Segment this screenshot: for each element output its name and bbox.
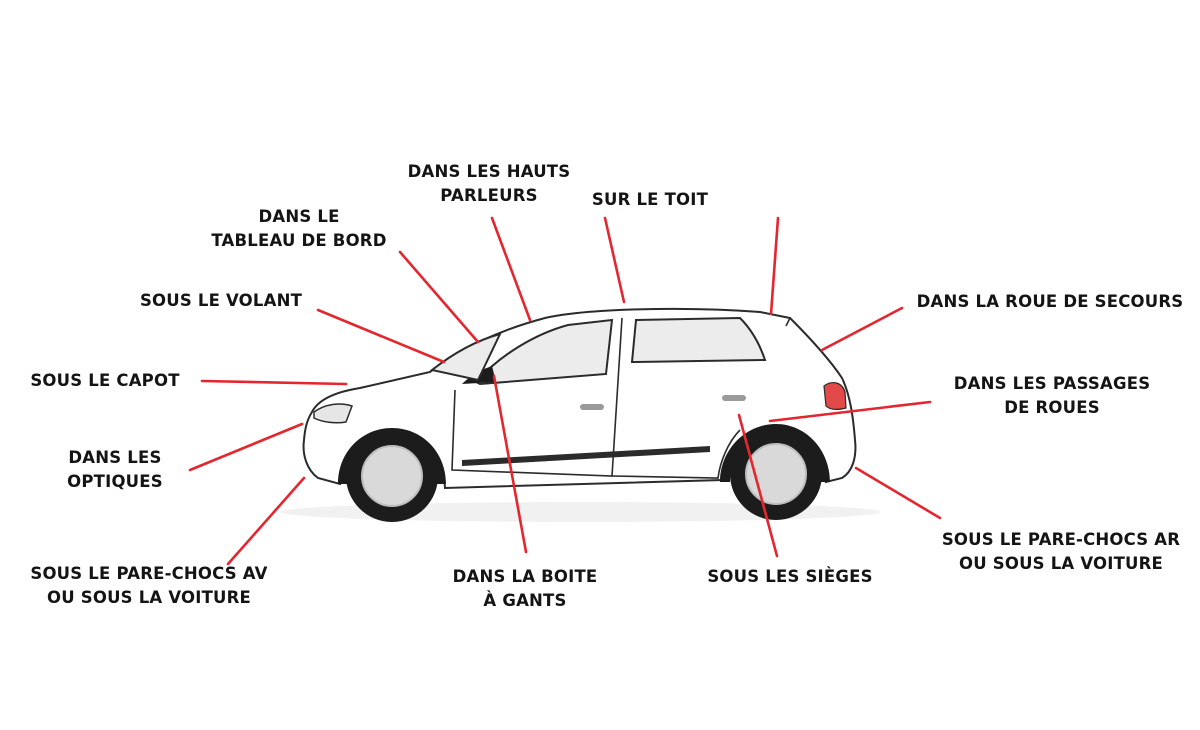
leader-line-pare-chocs-av	[226, 476, 306, 566]
windshield	[429, 332, 502, 382]
rear-rim	[745, 443, 807, 505]
label-tableau-bord-line-1: DANS LE	[258, 207, 340, 226]
label-passages-roues-line-1: DANS LES PASSAGES	[953, 374, 1151, 393]
car-illustration	[280, 307, 880, 522]
label-sieges: SOUS LES SIÈGES	[692, 565, 888, 589]
leader-line-passages-roues	[768, 400, 932, 423]
label-boite-gants: DANS LA BOITE À GANTS	[440, 565, 610, 613]
label-haut-parleurs: DANS LES HAUTS PARLEURS	[395, 160, 583, 208]
label-haut-parleurs-line-1: DANS LES HAUTS	[407, 162, 571, 181]
door-handle-rear	[722, 395, 746, 401]
leader-line-sieges	[737, 413, 779, 558]
label-optiques-line-1: DANS LES	[68, 448, 162, 467]
label-volant: SOUS LE VOLANT	[128, 289, 314, 313]
tail-light	[823, 382, 847, 410]
label-haut-parleurs-line-2: PARLEURS	[440, 186, 538, 205]
car-shadow	[280, 502, 880, 522]
label-optiques-line-2: OPTIQUES	[67, 472, 163, 491]
leader-line-haut-parleurs	[490, 216, 532, 322]
label-pare-chocs-ar-line-1: SOUS LE PARE-CHOCS AR	[941, 530, 1181, 549]
label-pare-chocs-ar: SOUS LE PARE-CHOCS AR OU SOUS LA VOITURE	[926, 528, 1196, 576]
label-boite-gants-line-1: DANS LA BOITE	[452, 567, 598, 586]
leader-line-capot	[200, 379, 348, 386]
label-passages-roues: DANS LES PASSAGES DE ROUES	[934, 372, 1170, 420]
label-tableau-bord-line-2: TABLEAU DE BORD	[211, 231, 387, 250]
leader-line-volant	[316, 308, 446, 364]
label-passages-roues-line-2: DE ROUES	[1004, 398, 1100, 417]
door-handle-front	[580, 404, 604, 410]
label-capot-line-1: SOUS LE CAPOT	[30, 371, 180, 390]
leader-line-toit	[603, 216, 626, 304]
headlight	[313, 403, 353, 424]
label-tableau-bord: DANS LE TABLEAU DE BORD	[200, 205, 398, 253]
rear-window	[630, 316, 767, 364]
leader-line-pare-chocs-ar	[854, 466, 942, 520]
side-trim	[462, 446, 710, 466]
label-pare-chocs-ar-line-2: OU SOUS LA VOITURE	[958, 554, 1163, 573]
label-volant-line-1: SOUS LE VOLANT	[139, 291, 303, 310]
label-toit-line-1: SUR LE TOIT	[591, 190, 709, 209]
leader-line-optiques	[188, 422, 304, 472]
label-sieges-line-1: SOUS LES SIÈGES	[707, 567, 873, 586]
label-boite-gants-line-2: À GANTS	[483, 591, 567, 610]
leader-lines	[188, 216, 942, 566]
door-line-rear	[611, 429, 741, 479]
label-pare-chocs-av-line-2: OU SOUS LA VOITURE	[46, 588, 251, 607]
front-rim	[361, 445, 423, 507]
leader-line-tableau-bord	[398, 250, 480, 344]
leader-line-toit-arriere	[769, 216, 780, 316]
door-line-front	[451, 317, 623, 477]
label-pare-chocs-av-line-1: SOUS LE PARE-CHOCS AV	[30, 564, 268, 583]
leader-line-roue-secours	[820, 306, 904, 352]
leader-line-boite-gants	[492, 374, 528, 554]
label-optiques: DANS LES OPTIQUES	[52, 446, 178, 494]
label-capot: SOUS LE CAPOT	[16, 369, 194, 393]
label-toit: SUR LE TOIT	[580, 188, 720, 212]
label-pare-chocs-av: SOUS LE PARE-CHOCS AV OU SOUS LA VOITURE	[14, 562, 284, 610]
label-roue-secours: DANS LA ROUE DE SECOURS	[904, 290, 1196, 314]
label-roue-secours-line-1: DANS LA ROUE DE SECOURS	[916, 292, 1184, 311]
